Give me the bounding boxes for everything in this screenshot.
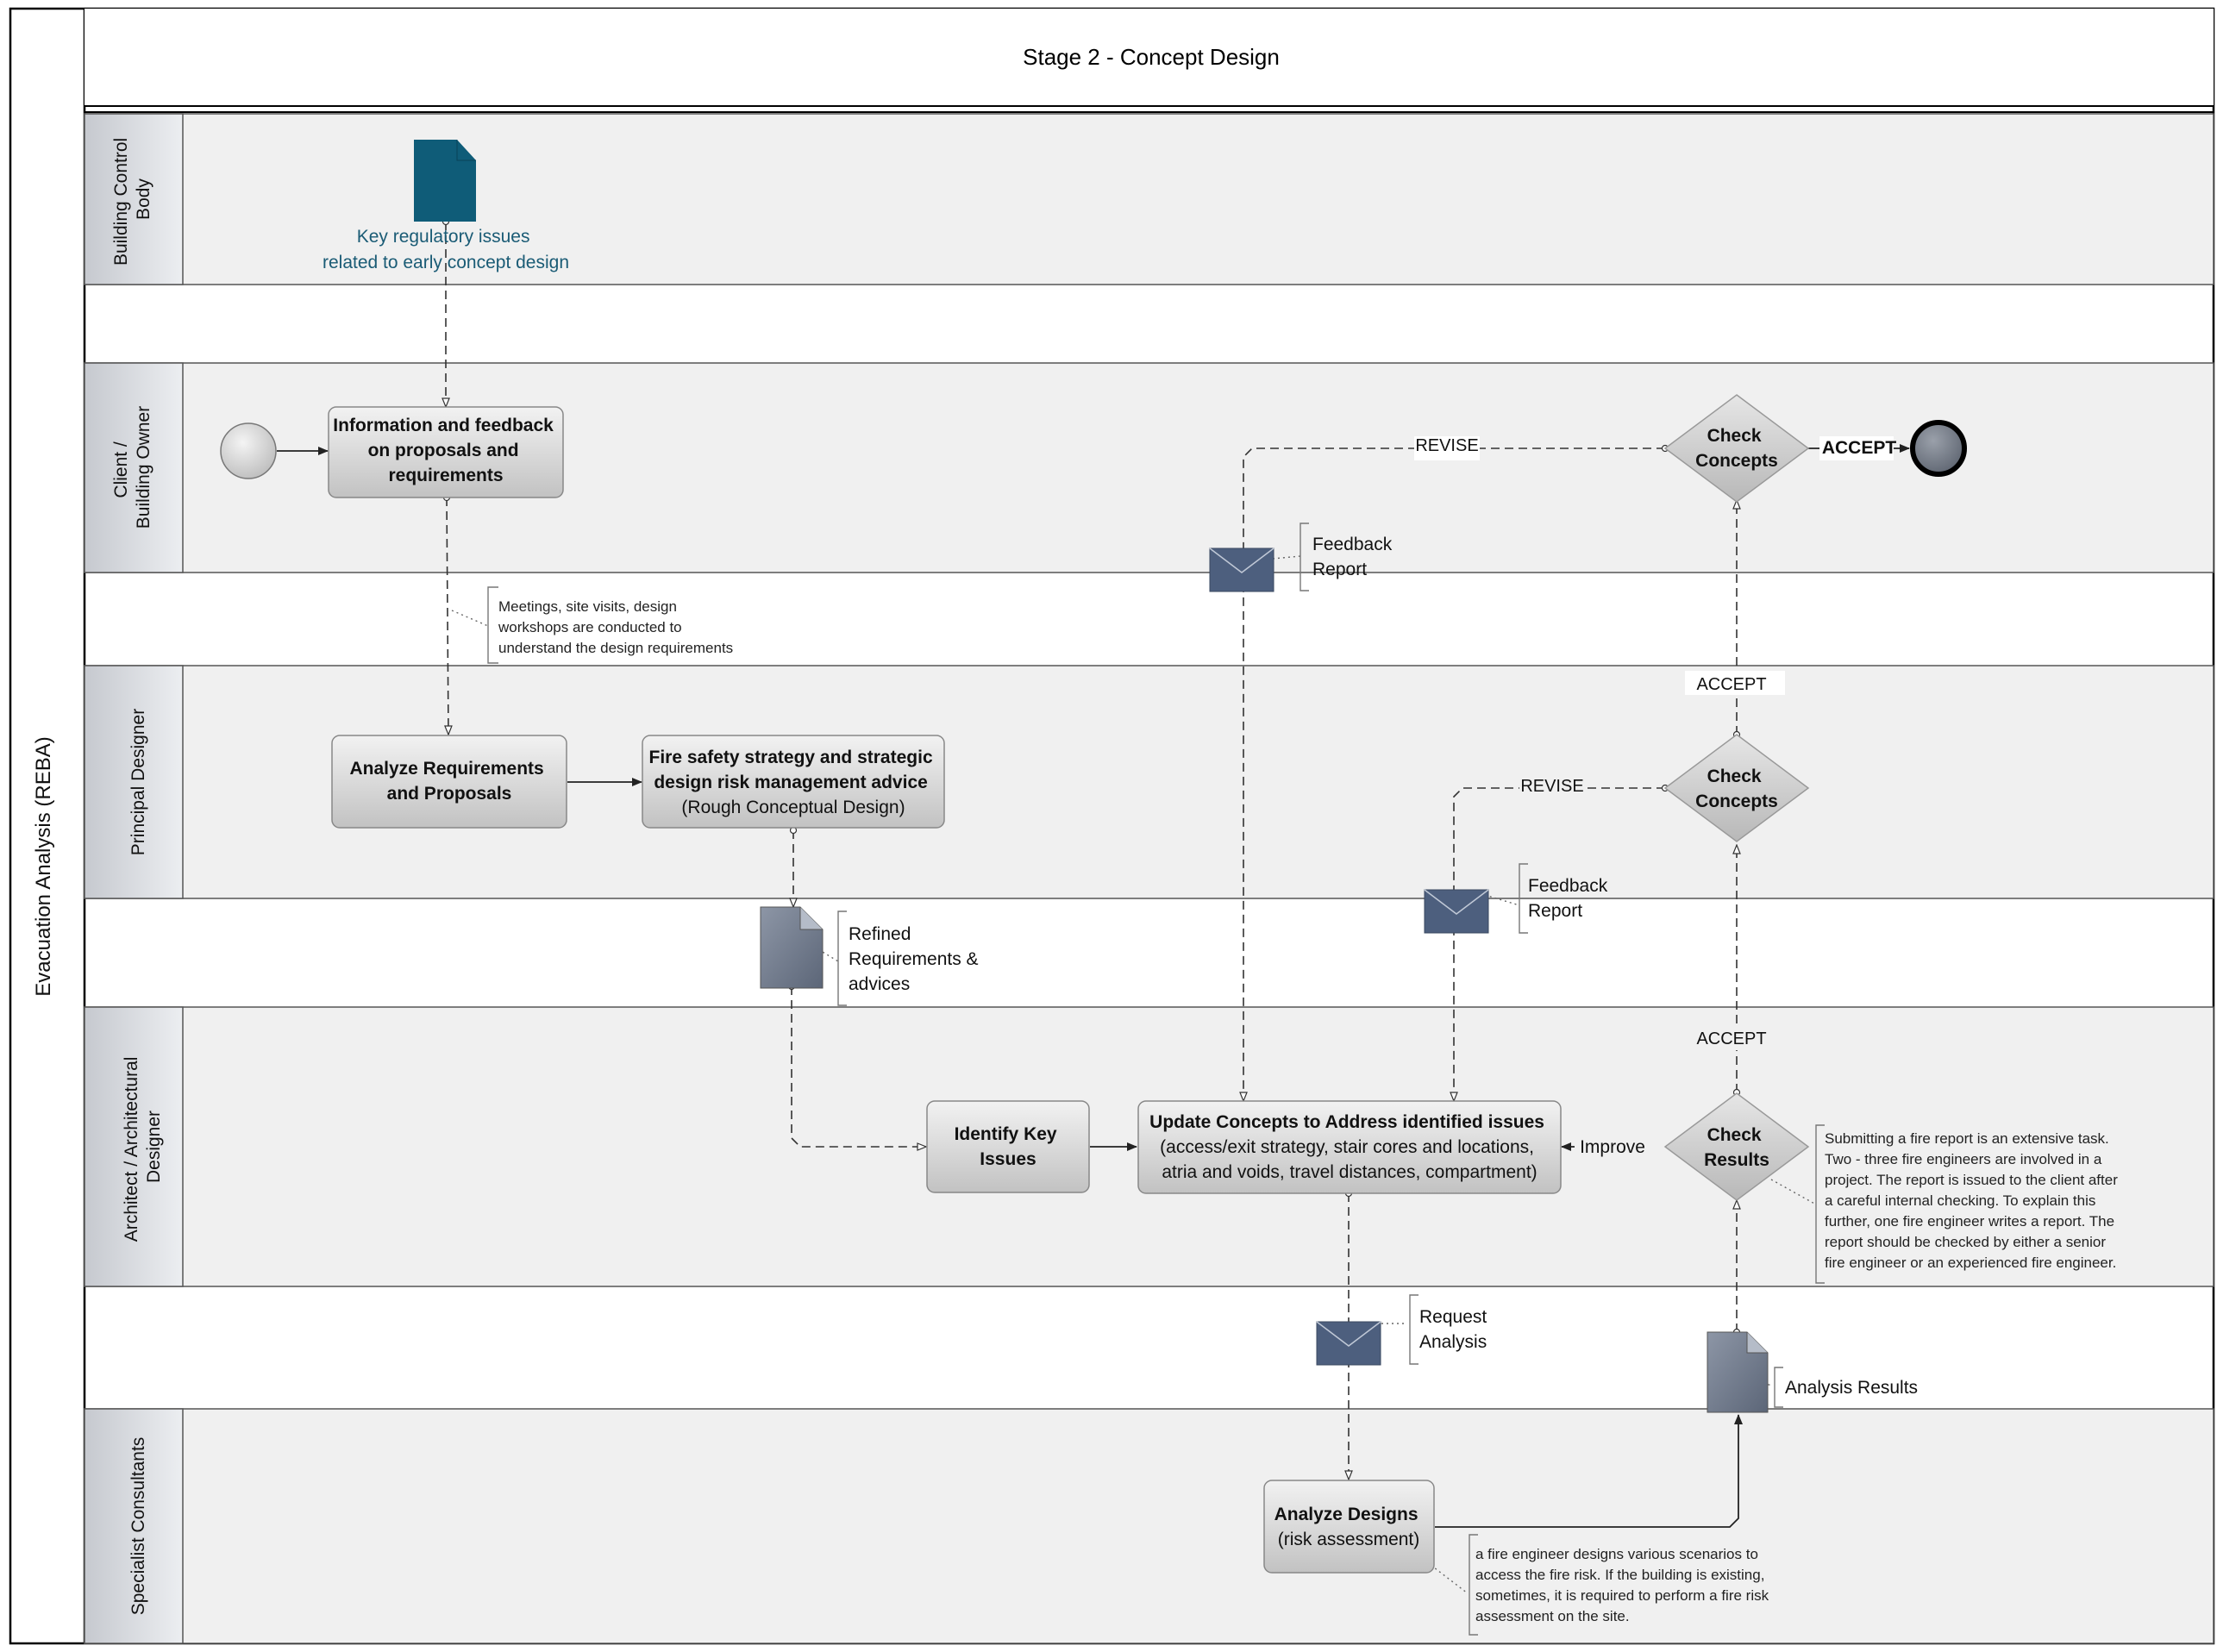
svg-text:Check Concepts: Check Concepts — [1695, 767, 1778, 811]
accept-label-mid: ACCEPT — [1696, 675, 1766, 694]
lane-label-spec: Specialist Consultants — [128, 1437, 148, 1616]
svg-text:Check Concepts: Check Concepts — [1695, 426, 1778, 471]
feedback-report-envelope-icon-2 — [1424, 889, 1489, 934]
feedback-report-envelope-icon — [1209, 548, 1274, 592]
revise-label-top: REVISE — [1415, 436, 1478, 455]
svg-text:Fire safety strategy and strat: Fire safety strategy and strategic desig… — [649, 748, 938, 817]
lane-label-pd: Principal Designer — [128, 709, 148, 855]
fire-report-annotation: Submitting a fire report is an extensive… — [1825, 1130, 2122, 1271]
document-icon — [414, 140, 476, 222]
revise-label-mid: REVISE — [1520, 777, 1583, 796]
analysis-results-document-icon — [1707, 1331, 1769, 1413]
analysis-results-label: Analysis Results — [1785, 1378, 1918, 1398]
feedback-report-label-1: Feedback Report — [1312, 535, 1397, 579]
lane-label-arch: Architect / Architectural Designer — [122, 1052, 164, 1242]
key-regulatory-label: Key regulatory issues related to early c… — [323, 227, 569, 272]
accept-label-low: ACCEPT — [1696, 1029, 1766, 1048]
task-analyze-requirements[interactable]: Analyze Requirements and Proposals — [331, 735, 567, 829]
lane-label-bcb: Building Control Body — [111, 133, 153, 266]
svg-text:Analyze Requirements and: Analyze Requirements and Proposals — [349, 759, 548, 804]
request-analysis-label: Request Analysis — [1419, 1307, 1492, 1352]
request-analysis-envelope-icon — [1316, 1321, 1381, 1366]
stage-title: Stage 2 - Concept Design — [1023, 44, 1280, 70]
task-analyze-designs[interactable]: Analyze Designs (risk assessment) — [1263, 1480, 1435, 1574]
svg-text:Check Results: Check Results — [1704, 1125, 1769, 1170]
improve-label: Improve — [1580, 1137, 1645, 1157]
fire-engineer-annotation: a fire engineer designs various scenario… — [1475, 1546, 1773, 1624]
end-event[interactable] — [1910, 420, 1967, 477]
svg-text:Analyze Designs (risk as: Analyze Designs (risk assessment) — [1274, 1505, 1424, 1549]
lane-specialist: Specialist Consultants — [84, 1408, 2214, 1644]
svg-text:Update Concepts to Address ide: Update Concepts to Address identified is… — [1149, 1112, 1550, 1182]
task-information-feedback[interactable]: Information and feedback on proposals an… — [328, 406, 564, 498]
gateway-check-concepts-pd[interactable]: Check Concepts — [1663, 734, 1810, 842]
gateway-check-results[interactable]: Check Results — [1663, 1092, 1810, 1201]
svg-text:Identify Key Issues: Identify Key Issues — [955, 1124, 1062, 1169]
refined-requirements-label: Refined Requirements & advices — [849, 924, 983, 994]
task-fire-safety-strategy[interactable]: Fire safety strategy and strategic desig… — [642, 735, 945, 829]
pool-label: Evacuation Analysis (REBA) — [32, 736, 55, 996]
task-update-concepts[interactable]: Update Concepts to Address identified is… — [1137, 1100, 1562, 1194]
gateway-check-concepts-client[interactable]: Check Concepts — [1663, 394, 1810, 503]
lane-label-client: Client / Building Owner — [111, 406, 153, 529]
feedback-report-label-2: Feedback Report — [1528, 876, 1613, 921]
start-event[interactable] — [220, 422, 277, 479]
svg-text:Information and feedback: Information and feedback on proposals an… — [333, 416, 558, 485]
task-identify-key-issues[interactable]: Identify Key Issues — [926, 1100, 1090, 1193]
stage-header — [85, 9, 2214, 106]
refined-requirements-document-icon — [760, 906, 824, 989]
meetings-annotation: Meetings, site visits, design workshops … — [498, 598, 733, 656]
accept-label-top: ACCEPT — [1822, 438, 1897, 458]
